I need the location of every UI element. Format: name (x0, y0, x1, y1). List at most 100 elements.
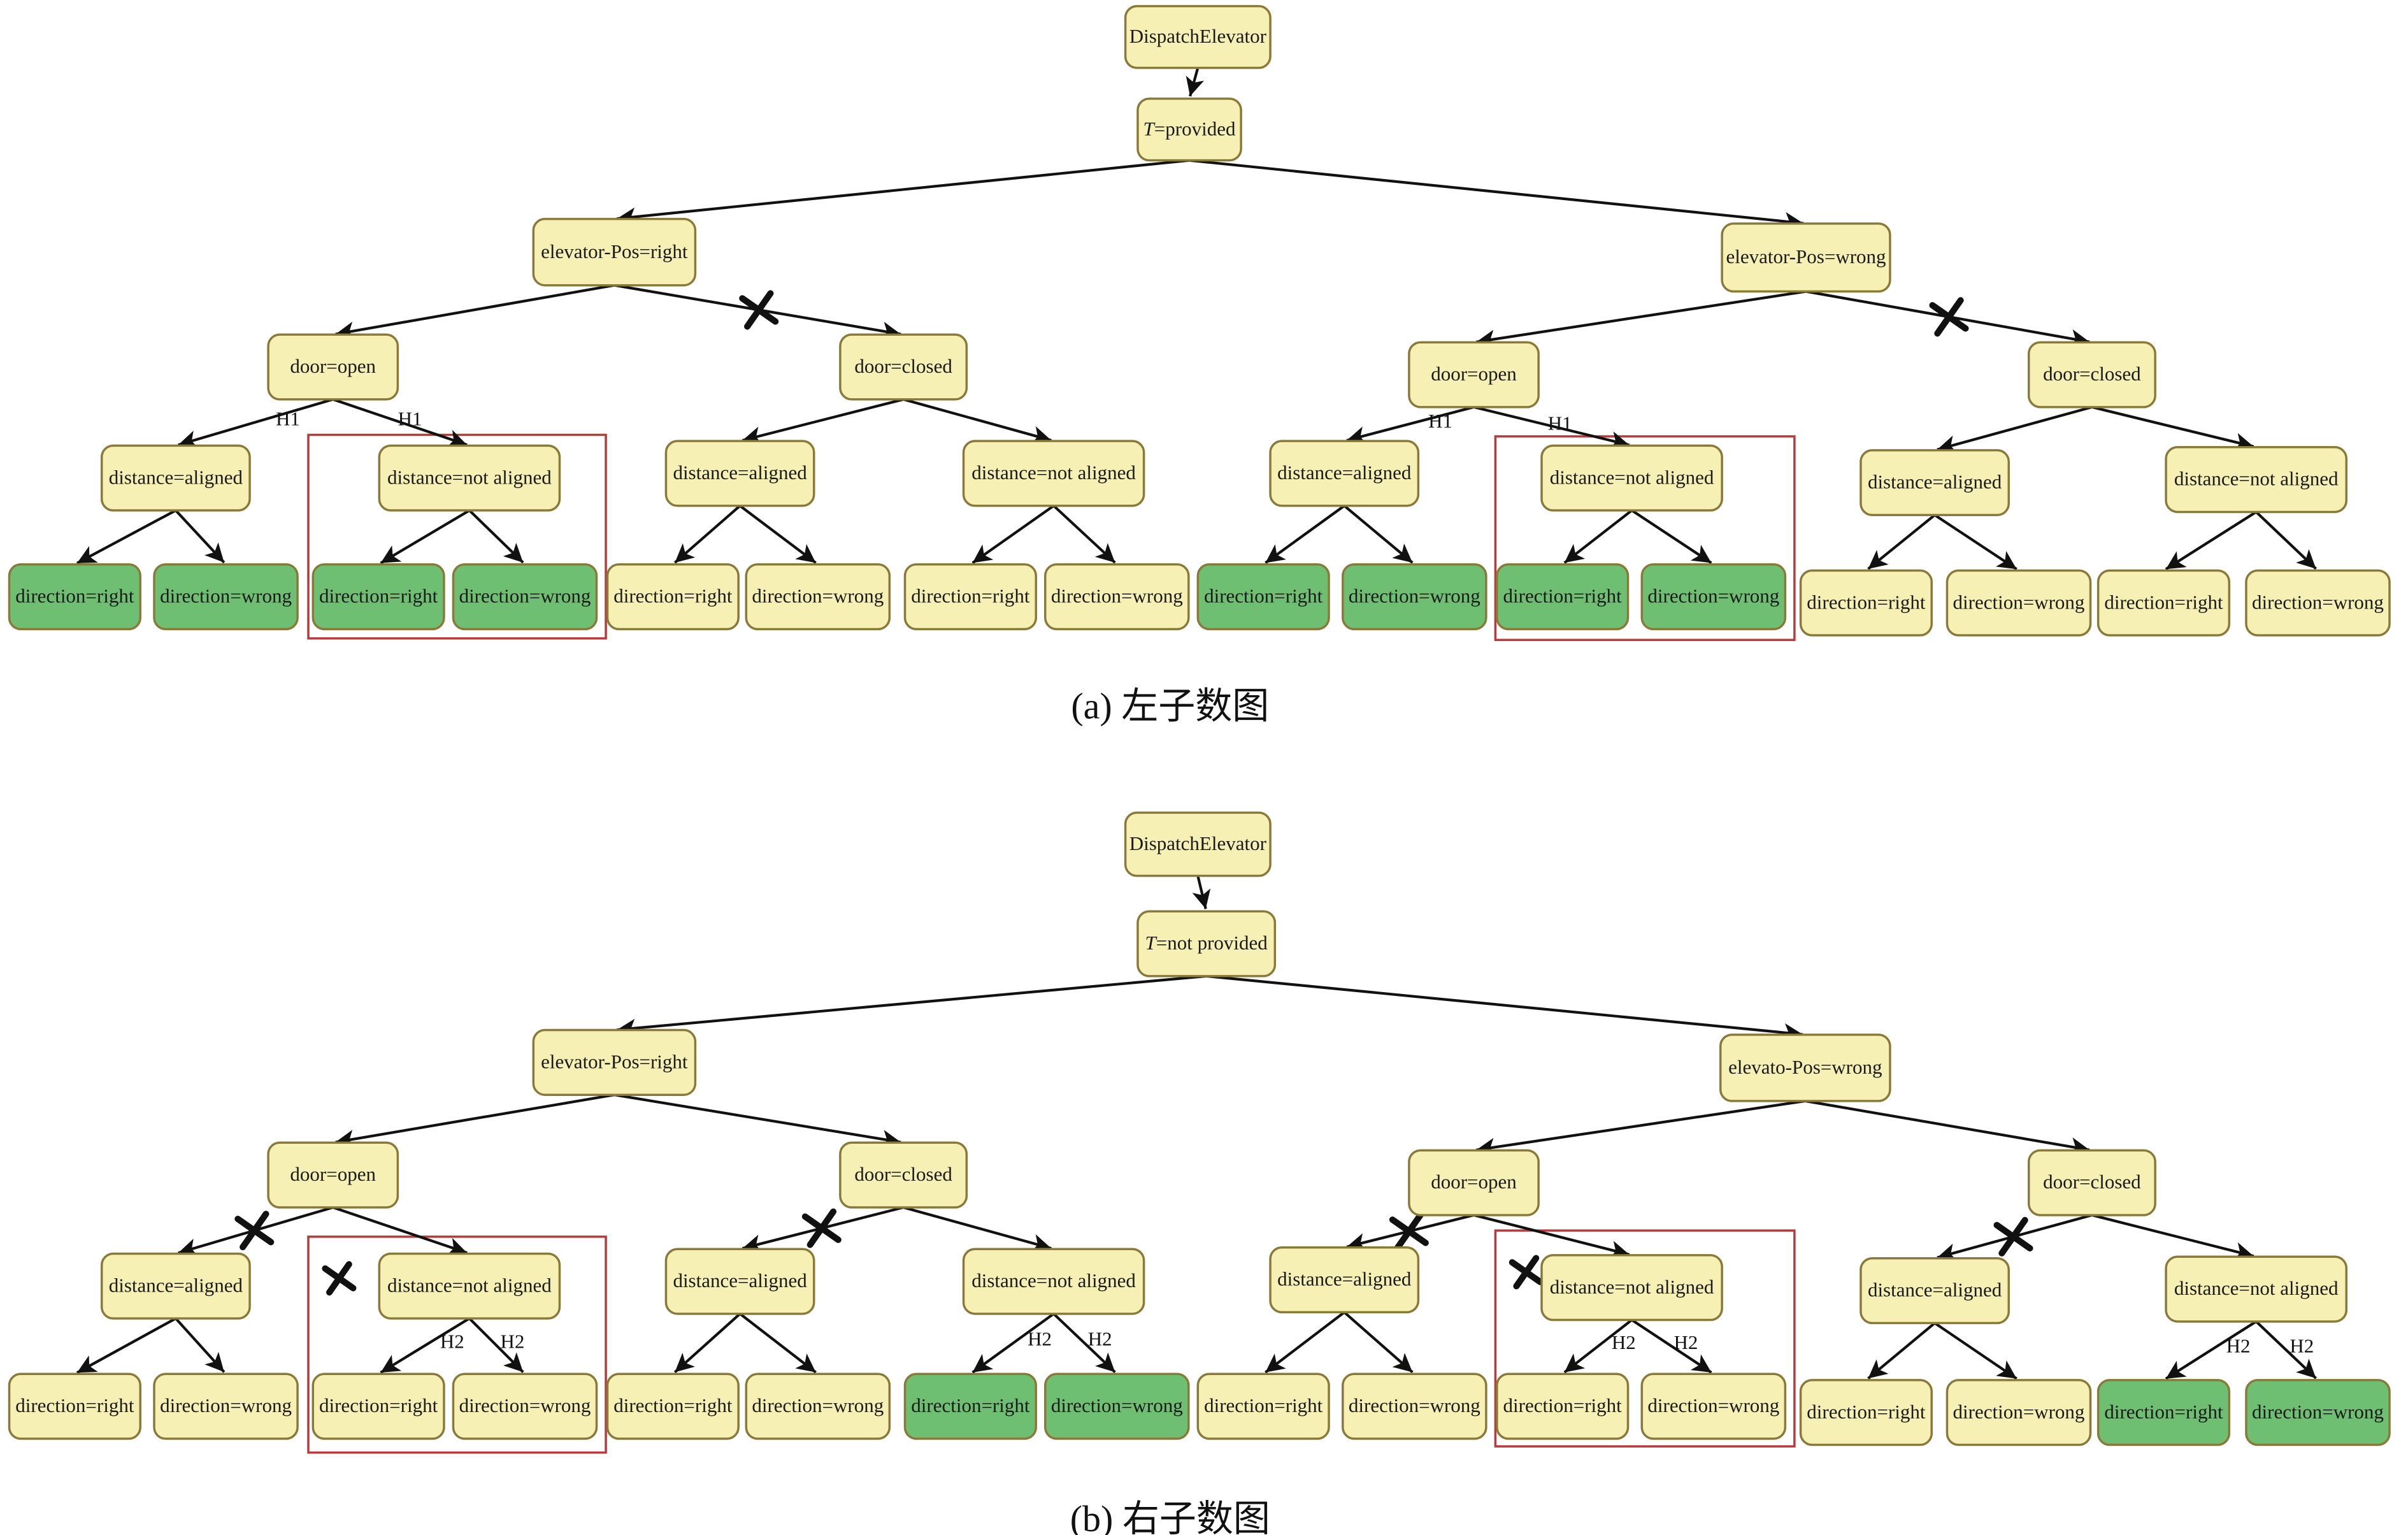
edge-dn3-l12 (1631, 1318, 1712, 1374)
highlight-group (307, 1236, 607, 1454)
node-label: elevator-Pos=wrong (1726, 245, 1886, 268)
node-box (100, 1252, 251, 1320)
node-box (312, 563, 445, 631)
node-label: door=open (290, 355, 376, 377)
tree-node: direction=wrong (1342, 563, 1487, 631)
tree-node: door=open (1408, 1149, 1540, 1216)
node-box (1196, 1373, 1330, 1440)
node-label: direction=right (2104, 591, 2223, 613)
edge-dn1-l4 (468, 509, 524, 564)
edge-dn1-l3 (380, 509, 470, 565)
edge-da1-l2 (175, 1317, 226, 1373)
tree-node: direction=right (606, 1373, 740, 1440)
tree-node: distance=aligned (1860, 449, 2010, 517)
edge-dn2-l7 (971, 505, 1055, 565)
edge-da2-l6 (739, 505, 817, 564)
node-label: direction=right (613, 585, 733, 607)
node-label: direction=right (1503, 1394, 1623, 1416)
edge-dc2-dn4 (2091, 1213, 2254, 1261)
node-box (1408, 1149, 1540, 1216)
tree-node: direction=wrong (1342, 1373, 1487, 1440)
edge-do1-dn1 (333, 398, 468, 448)
edge-do2-dn3 (1473, 405, 1630, 450)
node-box (903, 1373, 1037, 1440)
node-box (1719, 1034, 1891, 1102)
edge-do1-da1 (178, 398, 334, 449)
edge-dn3-l12 (1631, 509, 1712, 565)
tree-node: door=open (1408, 341, 1540, 408)
edge-do2-dn3 (1473, 1213, 1630, 1259)
node-label: direction=wrong (1953, 1401, 2085, 1423)
node-box (903, 563, 1037, 631)
node-box (1136, 97, 1242, 162)
node-label: distance=aligned (1277, 461, 1412, 484)
node-box (839, 333, 968, 401)
edge-dn2-l8 (1052, 1313, 1116, 1373)
highlight-group (1494, 435, 1796, 642)
tree-node: direction=right (2096, 569, 2231, 637)
edge-dc2-da4 (1937, 405, 2093, 454)
edge-dc1-dn2 (903, 398, 1052, 445)
node-label: direction=right (613, 1394, 733, 1416)
node-box (1269, 1246, 1420, 1314)
tree-node: distance=not aligned (2165, 1255, 2347, 1323)
node-label: direction=right (2104, 1401, 2223, 1423)
edge-dn3-l11 (1563, 509, 1633, 564)
edge-t-epw (1206, 974, 1803, 1042)
edge-dn4-l16 (2255, 1320, 2318, 1380)
edge-da2-l5 (673, 1313, 742, 1374)
node-box (1496, 1373, 1630, 1440)
tree-node: direction=wrong (1640, 563, 1787, 631)
node-label: direction=wrong (1647, 1394, 1779, 1416)
tree-node: T=not provided (1136, 910, 1277, 977)
edge-dn4-l15 (2165, 1320, 2257, 1380)
node-box (267, 1141, 399, 1209)
edge-dn4-l16 (2255, 510, 2318, 570)
node-label: distance=aligned (109, 466, 243, 488)
node-label: direction=right (319, 585, 438, 607)
tree-node: direction=wrong (2245, 1379, 2391, 1446)
node-label: elevator-Pos=right (541, 240, 688, 263)
edge-epr-dc1 (614, 1093, 901, 1149)
tree-node: door=closed (2027, 341, 2156, 408)
node-box (664, 440, 815, 507)
node-box (745, 563, 891, 631)
edge-da3-l9 (1265, 505, 1345, 565)
node-label: direction=right (319, 1394, 438, 1416)
node-label: distance=aligned (1277, 1268, 1412, 1290)
cross-mark-icon (1929, 297, 1969, 337)
node-box (2027, 1149, 2156, 1216)
tree-node: direction=right (8, 1373, 141, 1440)
highlight-box (1494, 1229, 1796, 1448)
edge-label: H1 (398, 407, 422, 429)
tree-node: direction=right (312, 563, 445, 631)
tree-node: direction=right (903, 1373, 1037, 1440)
node-box (312, 1373, 445, 1440)
edge-epw-dc2 (1805, 1099, 2090, 1157)
node-box (532, 217, 697, 287)
node-box (1799, 569, 1933, 637)
edge-label: H2 (2226, 1335, 2251, 1357)
tree-node: direction=wrong (153, 563, 299, 631)
tree-node: direction=wrong (745, 563, 891, 631)
node-box (962, 1248, 1145, 1315)
node-label: direction=wrong (1349, 1394, 1480, 1416)
node-box (2096, 569, 2231, 637)
tree-node: direction=wrong (745, 1373, 891, 1440)
node-label: direction=wrong (459, 1394, 591, 1416)
node-box (153, 1373, 299, 1440)
cross-mark-icon (1993, 1216, 2033, 1257)
node-box (664, 1248, 815, 1315)
node-label: direction=right (1807, 1401, 1926, 1423)
edge-dn1-l4 (468, 1317, 524, 1373)
tree-node: distance=not aligned (1540, 1254, 1723, 1322)
tree-node: distance=aligned (664, 1248, 815, 1315)
node-box (8, 563, 141, 631)
edge-root-t (1186, 67, 1205, 97)
node-box (1342, 563, 1487, 631)
edge-da4-l14 (1933, 514, 2017, 570)
node-label: direction=right (911, 585, 1030, 607)
